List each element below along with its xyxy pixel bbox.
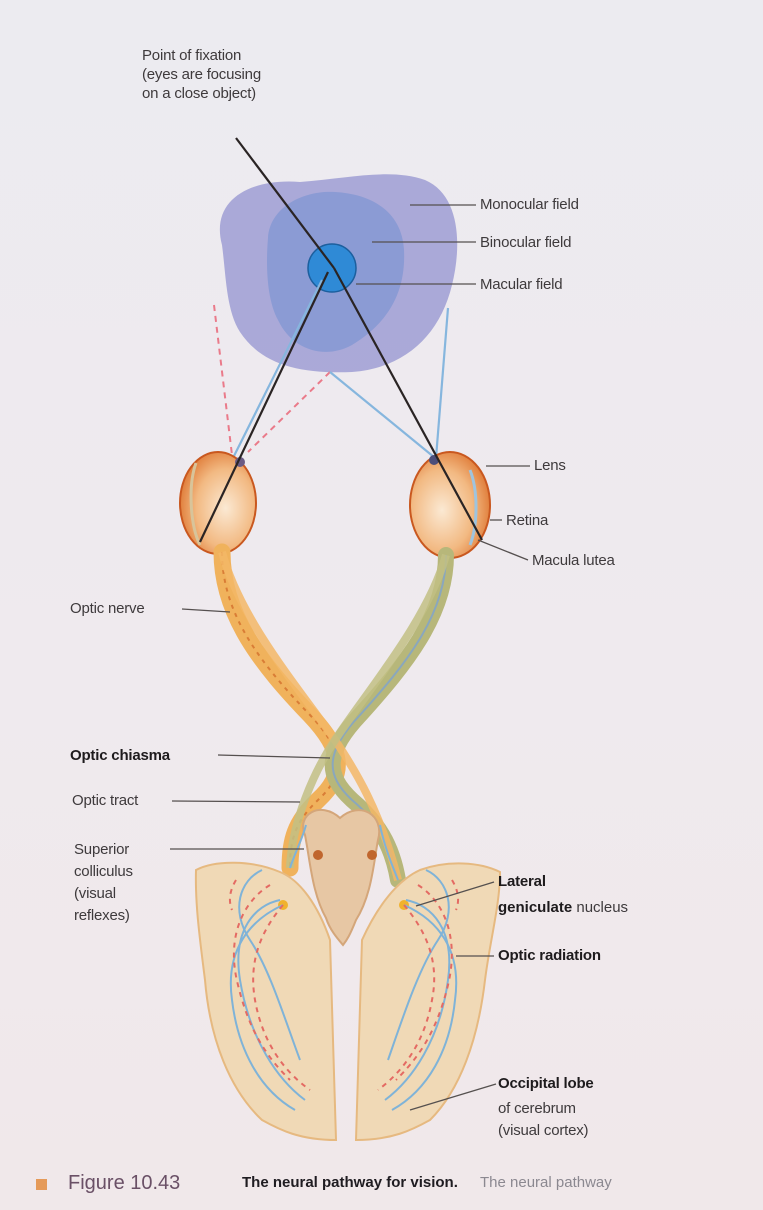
caption-title: The neural pathway for vision. bbox=[242, 1174, 458, 1191]
label-macular-field: Macular field bbox=[480, 275, 562, 294]
right-eye bbox=[410, 452, 490, 558]
figure-caption: Figure 10.43 The neural pathway for visi… bbox=[36, 1172, 756, 1198]
label-lateral-geniculate-nucleus: geniculate nucleus bbox=[498, 898, 628, 917]
label-binocular-field: Binocular field bbox=[480, 233, 571, 252]
label-point-of-fixation: Point of fixation (eyes are focusing on … bbox=[142, 46, 332, 103]
caption-bullet bbox=[36, 1179, 47, 1190]
label-lens: Lens bbox=[534, 456, 566, 475]
label-optic-radiation: Optic radiation bbox=[498, 946, 601, 965]
label-superior-colliculus: Superior colliculus (visual reflexes) bbox=[74, 839, 174, 927]
occipital-lobes bbox=[196, 810, 500, 1140]
caption-figure-number: Figure 10.43 bbox=[68, 1172, 180, 1195]
label-macula-lutea: Macula lutea bbox=[532, 551, 615, 570]
label-lateral-geniculate-3: nucleus bbox=[576, 899, 628, 916]
right-hemisphere bbox=[356, 863, 500, 1140]
label-optic-chiasma: Optic chiasma bbox=[70, 746, 170, 765]
label-optic-tract: Optic tract bbox=[72, 791, 138, 810]
label-occipital-lobe: Occipital lobe bbox=[498, 1074, 594, 1093]
label-monocular-field: Monocular field bbox=[480, 195, 579, 214]
label-occipital-lobe-sub: of cerebrum (visual cortex) bbox=[498, 1098, 658, 1142]
label-retina: Retina bbox=[506, 511, 548, 530]
label-lateral-geniculate-1: Lateral bbox=[498, 872, 546, 891]
visual-fields bbox=[220, 174, 457, 372]
caption-body: The neural pathway bbox=[480, 1174, 612, 1191]
label-lateral-geniculate-2: geniculate bbox=[498, 899, 572, 916]
label-optic-nerve: Optic nerve bbox=[70, 599, 145, 618]
macular-field bbox=[308, 244, 356, 292]
